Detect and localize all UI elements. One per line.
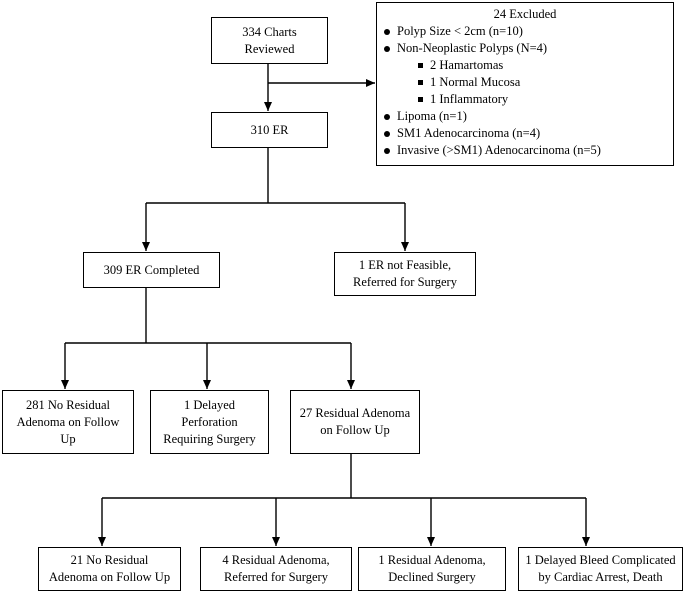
box-text-line: 27 Residual Adenoma — [299, 406, 411, 420]
box-text-line: Declined Surgery — [388, 570, 476, 584]
box-text-line: 334 Charts — [242, 24, 297, 39]
box-text-line: 309 ER Completed — [103, 262, 200, 277]
box-text-line: 1 Delayed — [183, 397, 236, 412]
box-text-line: Referred for Surgery — [353, 275, 457, 289]
box-text-line: Reviewed — [244, 41, 295, 56]
excluded-item: Non-Neoplastic Polyps (N=4) — [383, 40, 667, 57]
er-not-feasible-box: 1 ER not Feasible, Referred for Surgery — [334, 252, 476, 296]
excluded-subitem: 1 Inflammatory — [383, 91, 667, 108]
box-text-line: 1 Residual Adenoma, — [378, 553, 486, 567]
excluded-item: Invasive (>SM1) Adenocarcinoma (n=5) — [383, 142, 667, 159]
excluded-item: SM1 Adenocarcinoma (n=4) — [383, 125, 667, 142]
referred-for-surgery-box: 4 Residual Adenoma, Referred for Surgery — [200, 547, 352, 591]
declined-surgery-box: 1 Residual Adenoma, Declined Surgery — [358, 547, 506, 591]
excluded-item: Lipoma (n=1) — [383, 108, 667, 125]
box-text-line: on Follow Up — [320, 423, 390, 437]
excluded-item: Polyp Size < 2cm (n=10) — [383, 23, 667, 40]
box-text-line: by Cardiac Arrest, Death — [538, 570, 663, 584]
delayed-bleed-box: 1 Delayed Bleed Complicated by Cardiac Ar… — [518, 547, 683, 591]
box-text-line: 281 No Residual — [25, 397, 111, 412]
box-text-line: 1 Delayed Bleed Complicated — [525, 553, 676, 567]
box-text-line: 310 ER — [250, 122, 289, 137]
box-text-line: Referred for Surgery — [224, 570, 328, 584]
residual-adenoma-27-box: 27 Residual Adenoma on Follow Up — [290, 390, 420, 454]
excluded-title: 24 Excluded — [493, 7, 557, 21]
er-completed-box: 309 ER Completed — [83, 252, 220, 288]
box-text-line: 1 ER not Feasible, — [358, 258, 452, 272]
box-text-line: 21 No Residual — [70, 553, 149, 567]
excluded-box: 24 Excluded Polyp Size < 2cm (n=10)Non-N… — [376, 2, 674, 166]
box-text-line: Up — [60, 431, 76, 446]
box-text-line: Requiring Surgery — [163, 431, 256, 446]
box-text-line: Adenoma on Follow — [16, 414, 120, 429]
box-text-line: Perforation — [181, 414, 238, 429]
excluded-subitem: 1 Normal Mucosa — [383, 74, 667, 91]
excluded-subitem: 2 Hamartomas — [383, 57, 667, 74]
box-text-line: 4 Residual Adenoma, — [222, 553, 330, 567]
excluded-list: Polyp Size < 2cm (n=10)Non-Neoplastic Po… — [383, 23, 667, 159]
er-box: 310 ER — [211, 112, 328, 148]
box-text-line: Adenoma on Follow Up — [48, 570, 171, 584]
